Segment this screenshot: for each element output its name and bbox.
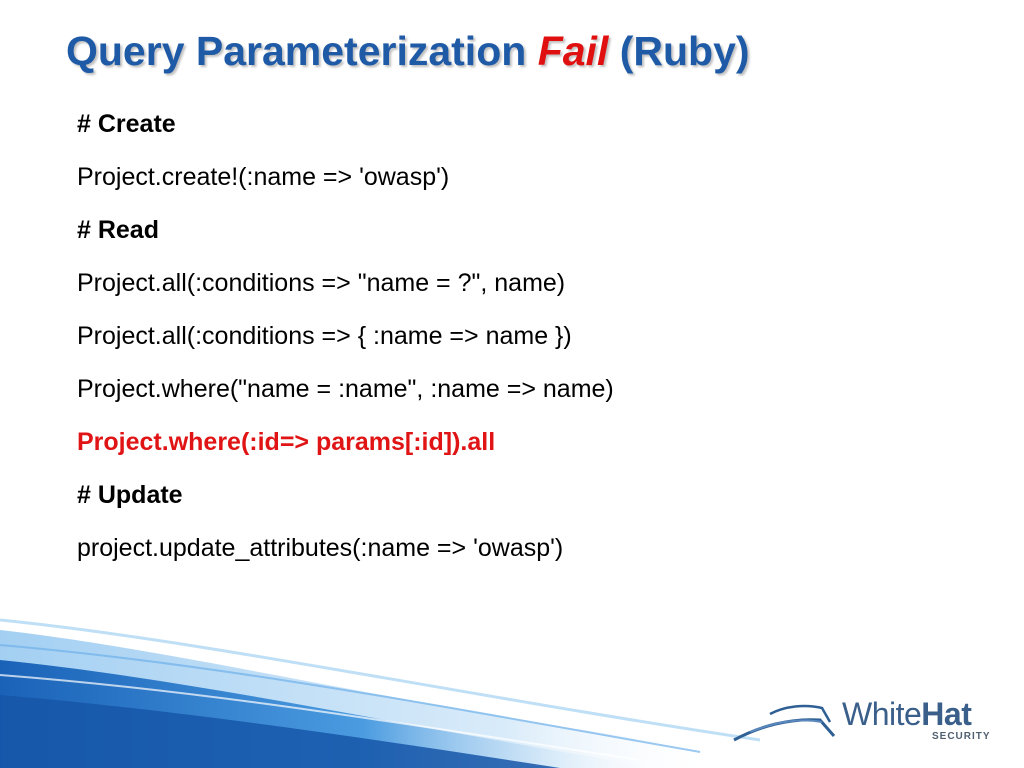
title-fail-word: Fail	[537, 28, 609, 74]
code-line: # Create	[77, 110, 176, 138]
logo-name-bold: Hat	[921, 696, 972, 732]
code-line: Project.all(:conditions => { :name => na…	[77, 322, 572, 350]
code-line: Project.where("name = :name", :name => n…	[77, 375, 614, 403]
code-line: # Read	[77, 216, 159, 244]
title-part2: (Ruby)	[619, 28, 750, 74]
whitehat-logo: WhiteHat	[842, 696, 972, 733]
code-line: # Update	[77, 481, 183, 509]
code-line: project.update_attributes(:name => 'owas…	[77, 534, 564, 562]
code-line: Project.where(:id=> params[:id]).all	[77, 428, 496, 456]
code-lines: # Create Project.create!(:name => 'owasp…	[77, 106, 614, 583]
title-part1: Query Parameterization	[66, 28, 527, 74]
whitehat-hat-icon	[733, 704, 836, 742]
logo-name-light: White	[842, 696, 922, 732]
code-line: Project.create!(:name => 'owasp')	[77, 163, 450, 191]
code-line: Project.all(:conditions => "name = ?", n…	[77, 269, 566, 297]
footer-wave-decoration	[0, 618, 761, 768]
slide-title: Query Parameterization Fail (Ruby)	[66, 28, 750, 75]
logo-tagline: SECURITY	[932, 731, 991, 742]
